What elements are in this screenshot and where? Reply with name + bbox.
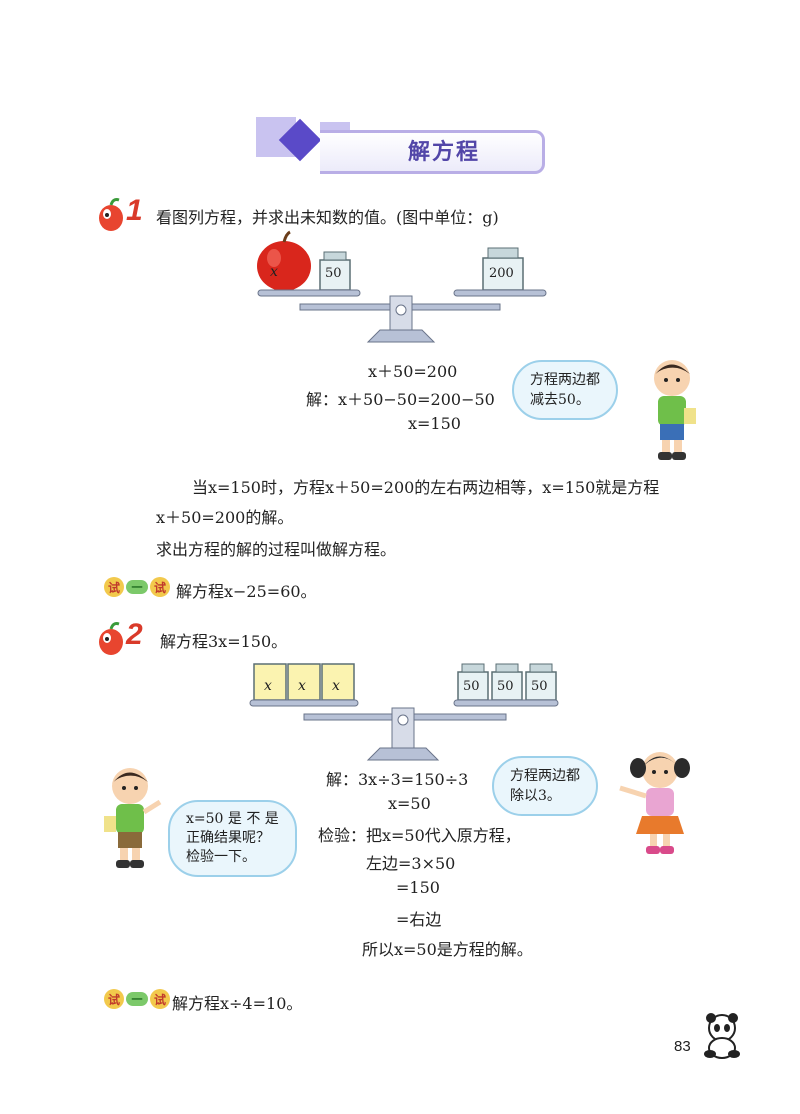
title-frame [320,130,545,174]
weight-label: 50 [531,679,548,694]
example-number: 2 [126,618,143,651]
definition-text: 求出方程的解的过程叫做解方程。 [156,540,397,559]
badge-char: 一 [126,992,148,1006]
speech-bubble: 方程两边都 减去50。 [512,360,618,420]
badge-char: 试 [150,989,170,1009]
box-label: x [264,678,272,694]
badge-char: 一 [126,580,148,594]
try-it-text: 解方程x÷4=10。 [172,994,303,1013]
explanation-line: 当x=150时，方程x＋50=200的左右两边相等，x=150就是方程 [192,478,660,497]
example-1-prompt: 看图列方程，并求出未知数的值。(图中单位：g) [156,208,499,227]
pepper-icon [99,622,123,655]
badge-char: 试 [104,577,124,597]
apple-icon [257,230,311,291]
apple-label: x [270,264,278,280]
speech-bubble: x=50 是 不 是 正确结果呢？ 检验一下。 [168,800,297,877]
equation: x＋50=200 [368,362,458,381]
balance-scale-2 [249,663,559,761]
weight-label: 50 [497,679,514,694]
try-it-text: 解方程x−25=60。 [176,582,317,601]
bubble-line: 正确结果呢？ [186,830,270,846]
speech-bubble: 方程两边都 除以3。 [492,756,598,816]
bubble-line: 检验一下。 [186,849,256,865]
check-step: 检验：把x=50代入原方程， [318,826,521,845]
badge-char: 试 [150,577,170,597]
box-label: x [298,678,306,694]
badge-char: 试 [104,989,124,1009]
page-title: 解方程 [408,139,481,165]
solution-step: 解：3x÷3=150÷3 [326,770,469,789]
conclusion-text: 所以x=50是方程的解。 [362,940,533,959]
boy-character [104,768,162,868]
try-it-badge: 试 一 试 [104,989,170,1009]
try-it-badge: 试 一 试 [104,577,170,597]
page-number: 83 [674,1038,691,1055]
panda-icon [704,1013,740,1059]
bubble-line: 减去50。 [530,392,590,408]
weight-label: 50 [325,266,342,281]
balance-scale-1 [257,230,547,343]
weight-label: 50 [463,679,480,694]
solution-step: 解：x＋50−50=200−50 [306,390,495,409]
check-step: =150 [396,878,440,897]
check-step: =右边 [396,910,442,929]
check-step: 左边=3×50 [366,854,456,873]
bubble-line: 除以3。 [510,788,561,804]
example-2-prompt: 解方程3x=150。 [160,632,288,651]
pepper-icon [99,198,123,231]
solution-step: x=50 [388,794,431,813]
example-2-badge [95,620,143,664]
box-label: x [332,678,340,694]
example-1-badge [95,196,143,240]
girl-character [619,752,690,854]
explanation-line: x＋50=200的解。 [156,508,294,527]
solution-step: x=150 [408,414,461,433]
weight-label: 200 [489,266,514,281]
boy-character [654,360,696,460]
bubble-line: 方程两边都 [530,372,600,388]
bubble-line: x=50 是 不 是 [186,811,279,827]
bubble-line: 方程两边都 [510,768,580,784]
example-number: 1 [126,194,143,227]
